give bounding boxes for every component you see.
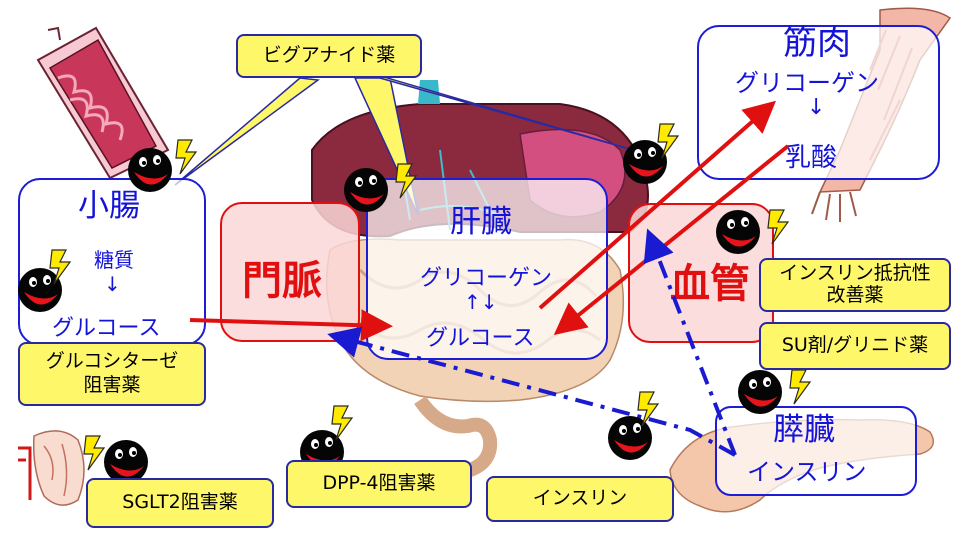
down-arrow: ↓ bbox=[807, 95, 826, 120]
insulin-sensitizer-label-line2: 改善薬 bbox=[826, 284, 884, 306]
lactate-to-liver-arrow bbox=[553, 144, 790, 336]
portal-vein-box: 門脈 bbox=[220, 202, 360, 342]
glucose-to-liver-arrow bbox=[189, 309, 393, 342]
pacman-icon bbox=[344, 168, 388, 212]
pacman-icon bbox=[623, 140, 667, 184]
pancreas-box: 膵臓 インスリン bbox=[715, 406, 917, 496]
glycogen-label: グリコーゲン bbox=[735, 69, 879, 97]
sglt2-callout: SGLT2阻害薬 bbox=[86, 478, 274, 528]
glycogen-label: グリコーゲン bbox=[420, 266, 553, 291]
muscle-box: 筋肉 グリコーゲン ↓ 乳酸 bbox=[697, 23, 940, 180]
alpha-glucosidase-callout: グルコシターゼ 阻害薬 bbox=[18, 342, 206, 406]
bidirectional-arrow: ↑↓ bbox=[464, 290, 498, 314]
pacman-icon bbox=[128, 148, 172, 192]
intestine-section-image bbox=[36, 26, 170, 180]
lightning-icon bbox=[789, 369, 811, 405]
carbohydrate-label: 糖質 bbox=[94, 248, 134, 272]
su-glinide-label: SU剤/グリニド薬 bbox=[781, 334, 929, 357]
dpp4-callout: DPP-4阻害薬 bbox=[286, 460, 472, 508]
lightning-icon bbox=[175, 139, 197, 175]
small-intestine-box: 小腸 糖質 ↓ グルコース bbox=[18, 178, 206, 346]
muscle-title: 筋肉 bbox=[783, 23, 851, 63]
insulin-sensitizer-label-line1: インスリン抵抗性 bbox=[779, 262, 931, 285]
small-intestine-title: 小腸 bbox=[78, 188, 140, 224]
insulin-drug-callout: インスリン bbox=[486, 476, 674, 522]
insulin-label: インスリン bbox=[747, 458, 867, 486]
pancreas-title: 膵臓 bbox=[773, 412, 835, 448]
biguanide-callout: ビグアナイド薬 bbox=[236, 34, 422, 78]
kidney-image bbox=[18, 430, 85, 506]
lightning-icon bbox=[395, 163, 417, 199]
sglt2-label: SGLT2阻害薬 bbox=[122, 491, 238, 514]
liver-title: 肝臓 bbox=[450, 204, 512, 240]
insulin-drug-label: インスリン bbox=[532, 487, 628, 510]
dpp4-label: DPP-4阻害薬 bbox=[322, 472, 436, 495]
pacman-icon bbox=[738, 370, 782, 414]
alpha-glucosidase-label-line1: グルコシターゼ bbox=[45, 350, 179, 373]
lightning-icon bbox=[767, 209, 789, 245]
insulin-to-vessel-arrow bbox=[643, 228, 737, 456]
pacman-icon bbox=[18, 268, 62, 312]
liver-to-muscle-arrow bbox=[538, 100, 777, 310]
insulin-sensitizer-callout: インスリン抵抗性 改善薬 bbox=[759, 258, 951, 312]
lactate-label: 乳酸 bbox=[785, 143, 838, 173]
pacman-icon bbox=[716, 210, 760, 254]
blood-vessel-label: 血管 bbox=[670, 261, 750, 307]
insulin-path-arrow bbox=[327, 326, 736, 457]
biguanide-label: ビグアナイド薬 bbox=[262, 44, 396, 67]
down-arrow: ↓ bbox=[104, 272, 121, 296]
glucose-label: グルコース bbox=[426, 326, 535, 351]
alpha-glucosidase-label-line2: 阻害薬 bbox=[83, 374, 141, 396]
pacman-icon bbox=[608, 416, 652, 460]
su-glinide-callout: SU剤/グリニド薬 bbox=[759, 322, 951, 370]
lightning-icon bbox=[83, 435, 105, 471]
portal-vein-label: 門脈 bbox=[242, 258, 322, 304]
glucose-label: グルコース bbox=[52, 316, 161, 341]
